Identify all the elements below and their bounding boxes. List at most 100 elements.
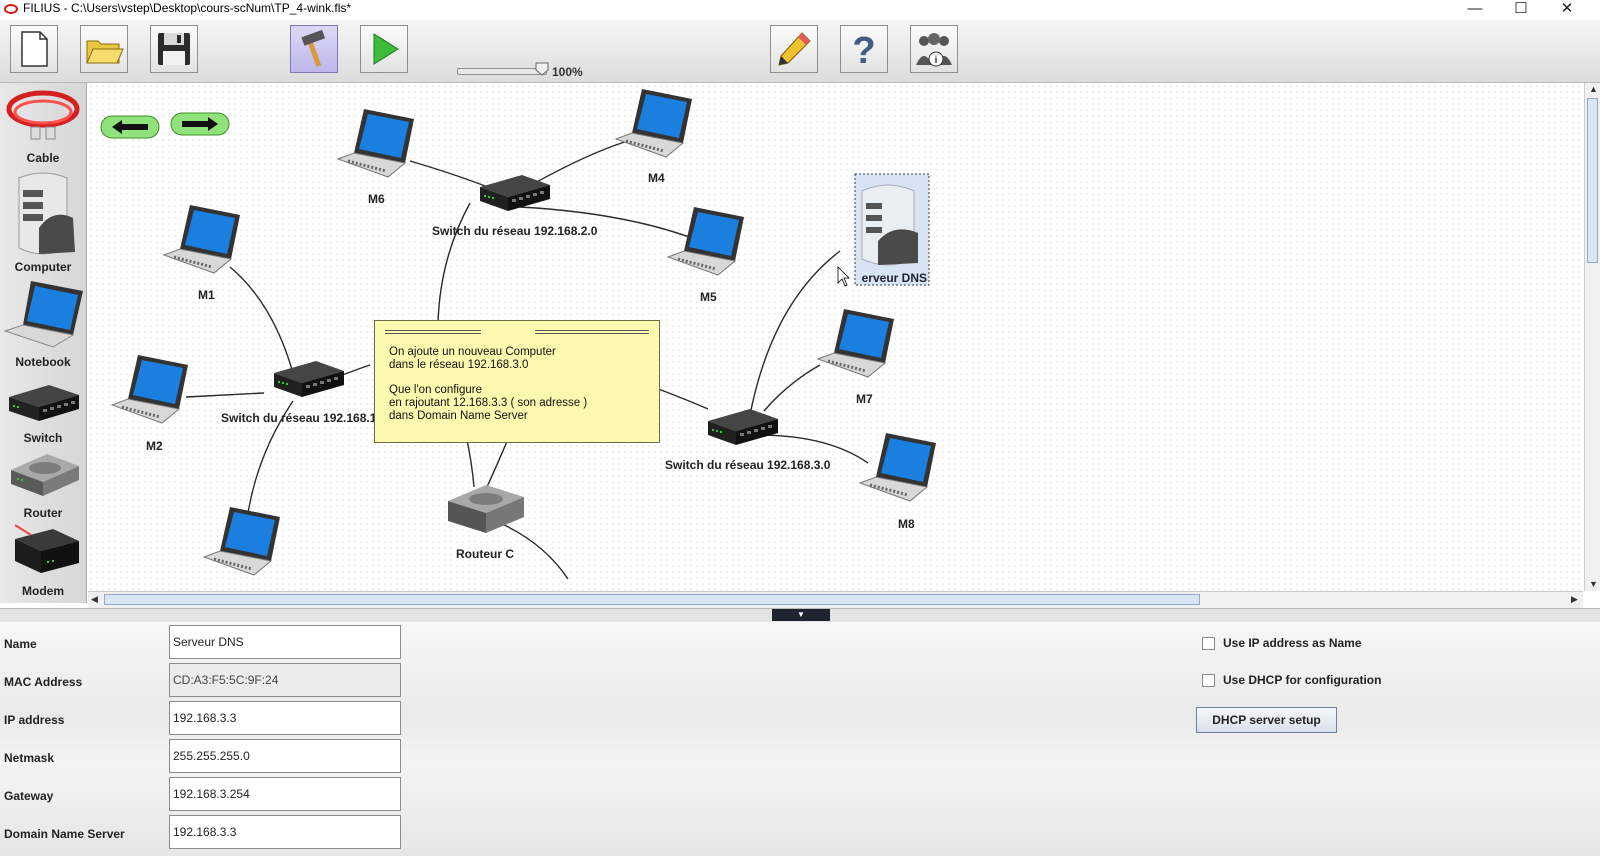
documentation-note[interactable]: On ajoute un nouveau Computer dans le ré… bbox=[374, 320, 660, 443]
palette-item-router[interactable]: Router bbox=[0, 446, 86, 520]
palette-item-modem[interactable]: Modem bbox=[0, 519, 86, 598]
close-button[interactable]: ✕ bbox=[1560, 0, 1574, 17]
laptop-icon bbox=[3, 281, 83, 348]
switch-192-168-3-icon[interactable] bbox=[708, 409, 778, 445]
zoom-label: 100% bbox=[552, 65, 583, 79]
cable-icon bbox=[6, 90, 80, 140]
laptop-m7-icon[interactable] bbox=[816, 307, 896, 379]
zoom-slider-thumb[interactable] bbox=[535, 62, 549, 76]
open-folder-button[interactable] bbox=[80, 25, 128, 73]
dhcp-server-setup-button[interactable]: DHCP server setup bbox=[1196, 707, 1337, 733]
nav-forward-button[interactable] bbox=[170, 112, 230, 136]
note-line-4: en rajoutant 12.168.3.3 ( son adresse ) bbox=[389, 397, 588, 410]
switch-icon bbox=[9, 385, 79, 421]
zoom-slider[interactable] bbox=[457, 68, 547, 75]
help-button[interactable]: ? bbox=[840, 25, 888, 73]
scroll-up-arrow-icon[interactable]: ▲ bbox=[1589, 84, 1598, 94]
canvas-vertical-scrollbar[interactable]: ▲ ▼ bbox=[1584, 83, 1600, 591]
arrow-right-icon bbox=[182, 117, 218, 131]
documentation-button[interactable] bbox=[770, 25, 818, 73]
info-button[interactable]: i bbox=[910, 25, 958, 73]
palette-item-switch[interactable]: Switch bbox=[0, 375, 86, 445]
use-ip-as-name-checkbox[interactable] bbox=[1202, 637, 1215, 650]
palette-label-notebook: Notebook bbox=[15, 355, 71, 369]
scroll-left-arrow-icon[interactable]: ◀ bbox=[91, 594, 98, 604]
play-icon bbox=[373, 33, 399, 65]
note-line-1: On ajoute un nouveau Computer bbox=[389, 346, 556, 358]
svg-text:?: ? bbox=[852, 30, 875, 69]
palette-label-switch: Switch bbox=[23, 431, 63, 445]
palette-label-modem: Modem bbox=[22, 584, 64, 598]
filius-app-icon bbox=[4, 4, 18, 14]
window-title: FILIUS - C:\Users\vstep\Desktop\cours-sc… bbox=[23, 1, 352, 15]
laptop-m2-icon[interactable] bbox=[110, 353, 190, 425]
label-serveur-dns: Serveur DNS bbox=[861, 271, 927, 285]
collapse-panel-handle[interactable]: ▼ bbox=[772, 609, 830, 621]
gateway-field[interactable] bbox=[169, 777, 401, 811]
laptop-m3-icon[interactable] bbox=[202, 505, 282, 577]
switch-192-168-1-icon[interactable] bbox=[274, 361, 344, 397]
horizontal-scroll-thumb[interactable] bbox=[104, 594, 1200, 605]
laptop-m6-icon[interactable] bbox=[336, 107, 416, 179]
scroll-down-arrow-icon[interactable]: ▼ bbox=[1589, 579, 1598, 589]
arrow-left-icon bbox=[112, 120, 148, 134]
laptop-m5-icon[interactable] bbox=[666, 205, 746, 277]
dns-server-field[interactable] bbox=[169, 815, 401, 849]
use-dhcp-checkbox[interactable] bbox=[1202, 674, 1215, 687]
properties-panel: Name MAC Address IP address Netmask Gate… bbox=[0, 622, 1600, 856]
laptop-m4-icon[interactable] bbox=[614, 87, 694, 159]
nav-back-button[interactable] bbox=[100, 115, 160, 139]
scroll-right-arrow-icon[interactable]: ▶ bbox=[1571, 594, 1578, 604]
name-field[interactable] bbox=[169, 625, 401, 659]
laptop-m8-icon[interactable] bbox=[858, 431, 938, 503]
note-line-3: Que l'on configure bbox=[389, 384, 482, 397]
palette-label-router: Router bbox=[23, 506, 63, 520]
use-ip-as-name-label: Use IP address as Name bbox=[1223, 636, 1362, 650]
note-line-5: dans Domain Name Server bbox=[389, 409, 528, 422]
palette-label-cable: Cable bbox=[26, 151, 60, 165]
ip-address-label: IP address bbox=[4, 713, 65, 727]
vertical-scroll-thumb[interactable] bbox=[1587, 98, 1598, 263]
modem-icon bbox=[14, 524, 79, 573]
hammer-icon bbox=[301, 29, 326, 67]
note-line-2: dans le réseau 192.168.3.0 bbox=[389, 358, 529, 371]
people-info-icon: i bbox=[916, 33, 952, 67]
label-switch-192-168-2: Switch du réseau 192.168.2.0 bbox=[432, 224, 598, 238]
label-m4: M4 bbox=[648, 171, 665, 185]
label-switch-192-168-3: Switch du réseau 192.168.3.0 bbox=[665, 458, 831, 472]
canvas-horizontal-scrollbar[interactable]: ◀ ▶ bbox=[88, 591, 1583, 608]
maximize-button[interactable]: ☐ bbox=[1514, 0, 1528, 17]
laptop-m1-icon[interactable] bbox=[162, 203, 242, 275]
ip-address-field[interactable] bbox=[169, 701, 401, 735]
main-toolbar: 100% ? i bbox=[0, 20, 1600, 83]
label-m5: M5 bbox=[700, 290, 717, 304]
use-dhcp-label: Use DHCP for configuration bbox=[1223, 673, 1382, 687]
label-m7: M7 bbox=[856, 392, 873, 406]
svg-text:i: i bbox=[935, 55, 938, 66]
new-file-icon bbox=[21, 31, 48, 67]
server-icon bbox=[18, 172, 75, 255]
minimize-button[interactable]: — bbox=[1467, 0, 1483, 17]
title-bar: FILIUS - C:\Users\vstep\Desktop\cours-sc… bbox=[0, 0, 1600, 20]
label-m1: M1 bbox=[198, 288, 215, 302]
palette-item-cable[interactable]: Cable bbox=[0, 85, 86, 165]
netmask-label: Netmask bbox=[4, 751, 55, 765]
simulation-mode-button[interactable] bbox=[360, 25, 408, 73]
note-text: On ajoute un nouveau Computer dans le ré… bbox=[389, 346, 587, 423]
netmask-field[interactable] bbox=[169, 739, 401, 773]
palette-item-computer[interactable]: Computer bbox=[0, 168, 86, 274]
router-c-icon[interactable] bbox=[448, 485, 524, 533]
palette-item-notebook[interactable]: Notebook bbox=[0, 277, 86, 369]
component-palette: Cable Computer Notebook Switch bbox=[0, 83, 87, 603]
design-mode-button[interactable] bbox=[290, 25, 338, 73]
label-m8: M8 bbox=[898, 517, 915, 531]
dns-server-selected[interactable] bbox=[837, 173, 930, 287]
floppy-icon bbox=[158, 33, 190, 65]
save-button[interactable] bbox=[150, 25, 198, 73]
network-drawing bbox=[100, 87, 938, 580]
new-file-button[interactable] bbox=[10, 25, 58, 73]
mac-address-label: MAC Address bbox=[4, 675, 83, 689]
palette-label-computer: Computer bbox=[14, 260, 72, 274]
note-header[interactable] bbox=[385, 330, 649, 336]
network-canvas[interactable]: M6 M4 M5 M1 M2 M7 M8 Switch du réseau 19… bbox=[88, 83, 1583, 591]
